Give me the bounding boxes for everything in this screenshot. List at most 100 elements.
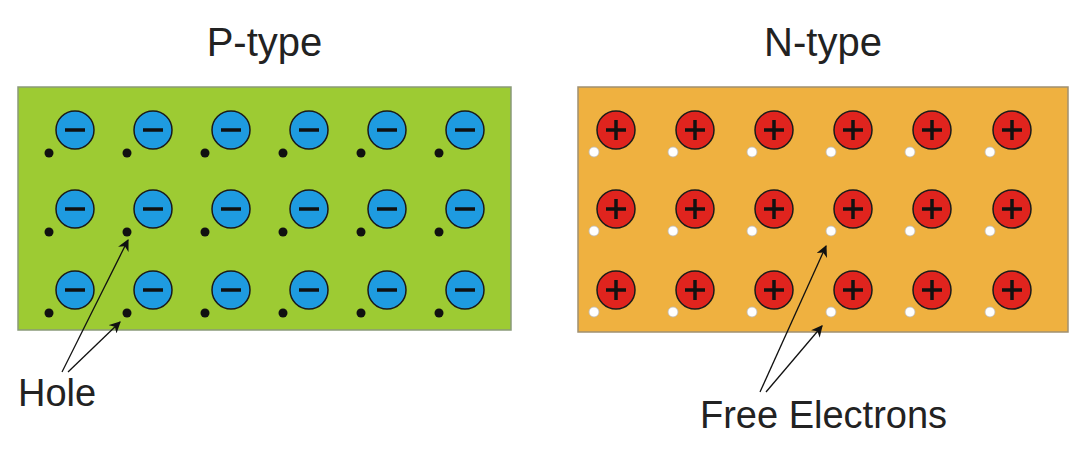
plus-sign	[851, 280, 855, 300]
electron-dot	[985, 226, 995, 236]
minus-sign	[299, 207, 319, 211]
hole-dot	[279, 149, 288, 158]
minus-sign	[377, 207, 397, 211]
minus-sign	[377, 288, 397, 292]
donor-ion	[597, 111, 635, 149]
acceptor-ion	[134, 111, 172, 149]
plus-sign	[614, 120, 618, 140]
acceptor-ion	[290, 190, 328, 228]
hole-dot	[45, 149, 54, 158]
electron-dot	[826, 147, 836, 157]
donor-ion	[755, 271, 793, 309]
donor-ion	[913, 271, 951, 309]
ion-lattice	[45, 111, 1032, 318]
plus-sign	[851, 120, 855, 140]
donor-ion	[676, 271, 714, 309]
donor-ion	[834, 111, 872, 149]
hole-dot	[201, 228, 210, 237]
plus-sign	[772, 120, 776, 140]
electron-dot	[826, 226, 836, 236]
plus-sign	[693, 199, 697, 219]
donor-ion	[834, 190, 872, 228]
minus-sign	[65, 207, 85, 211]
minus-sign	[299, 128, 319, 132]
electron-dot	[589, 307, 599, 317]
hole-dot	[123, 228, 132, 237]
acceptor-ion	[368, 111, 406, 149]
minus-sign	[221, 207, 241, 211]
acceptor-ion	[134, 271, 172, 309]
p-type-region: P-type	[18, 87, 511, 330]
hole-dot	[357, 149, 366, 158]
minus-sign	[143, 207, 163, 211]
leader-line	[766, 326, 822, 392]
electron-dot	[589, 226, 599, 236]
plus-sign	[930, 280, 934, 300]
donor-ion	[597, 271, 635, 309]
acceptor-ion	[290, 271, 328, 309]
donor-ion	[993, 271, 1031, 309]
acceptor-ion	[446, 271, 484, 309]
leader-line	[62, 240, 128, 372]
acceptor-ion	[212, 190, 250, 228]
plus-sign	[1010, 120, 1014, 140]
acceptor-ion	[446, 111, 484, 149]
donor-ion	[755, 111, 793, 149]
hole-dot	[45, 309, 54, 318]
plus-sign	[614, 199, 618, 219]
n-type-slab	[578, 87, 1068, 332]
plus-sign	[1010, 199, 1014, 219]
minus-sign	[221, 288, 241, 292]
minus-sign	[143, 288, 163, 292]
electron-dot	[747, 226, 757, 236]
plus-sign	[693, 280, 697, 300]
donor-ion	[834, 271, 872, 309]
free-electrons-label: Free Electrons	[700, 394, 947, 437]
plus-sign	[693, 120, 697, 140]
hole-dot	[201, 309, 210, 318]
acceptor-ion	[56, 271, 94, 309]
minus-sign	[143, 128, 163, 132]
minus-sign	[221, 128, 241, 132]
electron-dot	[905, 147, 915, 157]
minus-sign	[455, 288, 475, 292]
plus-sign	[930, 120, 934, 140]
minus-sign	[455, 207, 475, 211]
acceptor-ion	[290, 111, 328, 149]
electron-dot	[747, 147, 757, 157]
hole-dot	[279, 309, 288, 318]
plus-sign	[772, 199, 776, 219]
acceptor-ion	[212, 271, 250, 309]
electron-dot	[826, 307, 836, 317]
electron-dot	[589, 147, 599, 157]
p-type-slab	[18, 87, 511, 330]
hole-dot	[201, 149, 210, 158]
acceptor-ion	[56, 111, 94, 149]
minus-sign	[65, 288, 85, 292]
electron-dot	[985, 307, 995, 317]
donor-ion	[755, 190, 793, 228]
region-title: N-type	[578, 20, 1068, 65]
electron-dot	[668, 226, 678, 236]
n-type-region: N-type	[578, 87, 1068, 332]
donor-ion	[993, 190, 1031, 228]
hole-dot	[435, 228, 444, 237]
plus-sign	[614, 280, 618, 300]
donor-ion	[913, 190, 951, 228]
acceptor-ion	[212, 111, 250, 149]
acceptor-ion	[446, 190, 484, 228]
plus-sign	[851, 199, 855, 219]
electron-dot	[668, 147, 678, 157]
acceptor-ion	[368, 271, 406, 309]
electron-dot	[905, 307, 915, 317]
donor-ion	[993, 111, 1031, 149]
minus-sign	[299, 288, 319, 292]
hole-dot	[435, 309, 444, 318]
leader-line	[760, 246, 826, 392]
electron-dot	[747, 307, 757, 317]
hole-dot	[123, 309, 132, 318]
electron-dot	[668, 307, 678, 317]
